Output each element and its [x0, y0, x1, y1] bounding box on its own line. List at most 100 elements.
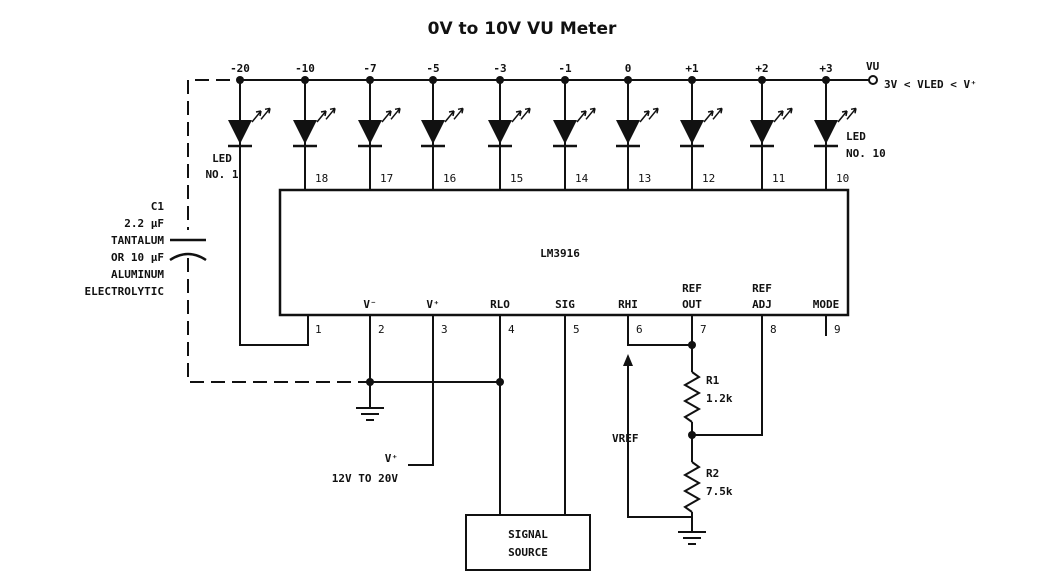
cap-label-5: ALUMINUM [111, 268, 164, 281]
led-scale-label: -10 [295, 62, 315, 75]
led1-to-pin1-wire [239, 150, 309, 346]
light-emission-icon [444, 110, 455, 123]
led-scale-label: -5 [426, 62, 439, 75]
light-emission-icon [712, 107, 723, 120]
led-7: 013 [616, 62, 659, 190]
light-emission-icon [260, 107, 271, 120]
light-emission-icon [773, 110, 784, 123]
vref-arrow-line [627, 362, 692, 518]
cap-label-4: OR 10 µF [111, 251, 164, 264]
light-emission-icon [325, 107, 336, 120]
led-diode-icon [358, 120, 382, 144]
led-pin-number: 17 [380, 172, 393, 185]
led-diode-icon [228, 120, 252, 144]
led-diode-icon [616, 120, 640, 144]
ic-pin-number: 7 [700, 323, 707, 336]
cap-label-6: ELECTROLYTIC [85, 285, 164, 298]
led-10: +3 10 [814, 62, 857, 190]
ic-pin-label: REF [682, 282, 702, 295]
ic-pin-number: 5 [573, 323, 580, 336]
cap-label-3: TANTALUM [111, 234, 164, 247]
pin6-to-pin7-wire [627, 315, 692, 346]
light-emission-icon [846, 107, 857, 120]
light-emission-icon [648, 107, 659, 120]
led-last-label-2: NO. 10 [846, 147, 886, 160]
light-emission-icon [585, 107, 596, 120]
vu-terminal [868, 75, 878, 85]
led-scale-label: +2 [755, 62, 768, 75]
led-diode-icon [814, 120, 838, 144]
light-emission-icon [511, 110, 522, 123]
ic-pin-label: OUT [682, 298, 702, 311]
led-pin-number: 11 [772, 172, 785, 185]
led-diode-icon [680, 120, 704, 144]
led-8: +1 12 [680, 62, 723, 190]
diagram-title: 0V to 10V VU Meter [428, 19, 617, 39]
light-emission-icon [316, 110, 327, 123]
ic-pin-number: 3 [441, 323, 448, 336]
signal-source-label-1: SIGNAL [508, 528, 548, 541]
light-emission-icon [390, 107, 401, 120]
light-emission-icon [703, 110, 714, 123]
led-9: +2 11 [750, 62, 793, 190]
led-pin-number: 10 [836, 172, 849, 185]
r1-value: 1.2k [706, 392, 733, 405]
led-6: -1 14 [553, 62, 596, 190]
led-scale-label: +3 [819, 62, 832, 75]
led-pin-number: 13 [638, 172, 651, 185]
led-first-label-2: NO. 1 [205, 168, 238, 181]
r1-name: R1 [706, 374, 720, 387]
light-emission-icon [576, 110, 587, 123]
led-diode-icon [488, 120, 512, 144]
resistor-r2 [682, 461, 702, 513]
ic-pin-number: 6 [636, 323, 643, 336]
r2-value: 7.5k [706, 485, 733, 498]
ic-pin-label: ADJ [752, 298, 772, 311]
junction-ref-out [688, 341, 696, 349]
light-emission-icon [837, 110, 848, 123]
light-emission-icon [520, 107, 531, 120]
light-emission-icon [453, 107, 464, 120]
led-diode-icon [421, 120, 445, 144]
vu-range-label: 3V < VLED < V⁺ [884, 78, 977, 91]
light-emission-icon [639, 110, 650, 123]
led-scale-label: -3 [493, 62, 506, 75]
ground-symbol-left [356, 407, 384, 421]
led-5: -3 15 [488, 62, 531, 190]
pin8-ref-adj-wire [692, 315, 763, 436]
resistor-r1 [682, 371, 702, 423]
led-pin-number: 16 [443, 172, 456, 185]
light-emission-icon [251, 110, 262, 123]
supply-label-2: 12V TO 20V [332, 472, 399, 485]
ic-pin-number: 2 [378, 323, 385, 336]
ic-pin-label: MODE [813, 298, 840, 311]
ic-pin-label: REF [752, 282, 772, 295]
ground-symbol-right [678, 531, 706, 545]
led-last-label-1: LED [846, 130, 866, 143]
led-diode-icon [750, 120, 774, 144]
cap-label-2: 2.2 µF [124, 217, 164, 230]
capacitor-plate-bottom [169, 252, 207, 262]
signal-source-label-2: SOURCE [508, 546, 548, 559]
led-3: -7 17 [358, 62, 401, 190]
led-pin-number: 15 [510, 172, 523, 185]
cap-label-1: C1 [151, 200, 165, 213]
led-scale-label: -20 [230, 62, 250, 75]
led-scale-label: -7 [363, 62, 376, 75]
led-pin-number: 12 [702, 172, 715, 185]
ic-pin-label: RLO [490, 298, 510, 311]
ic-pin-number: 9 [834, 323, 841, 336]
ic-pin-label: V⁺ [426, 298, 439, 311]
light-emission-icon [782, 107, 793, 120]
led-scale-label: -1 [558, 62, 572, 75]
led-diode-icon [293, 120, 317, 144]
led-diode-icon [553, 120, 577, 144]
ic-part-label: LM3916 [540, 247, 580, 260]
led-scale-label: +1 [685, 62, 699, 75]
ic-pin-label: V⁻ [363, 298, 376, 311]
led-pin-number: 14 [575, 172, 589, 185]
